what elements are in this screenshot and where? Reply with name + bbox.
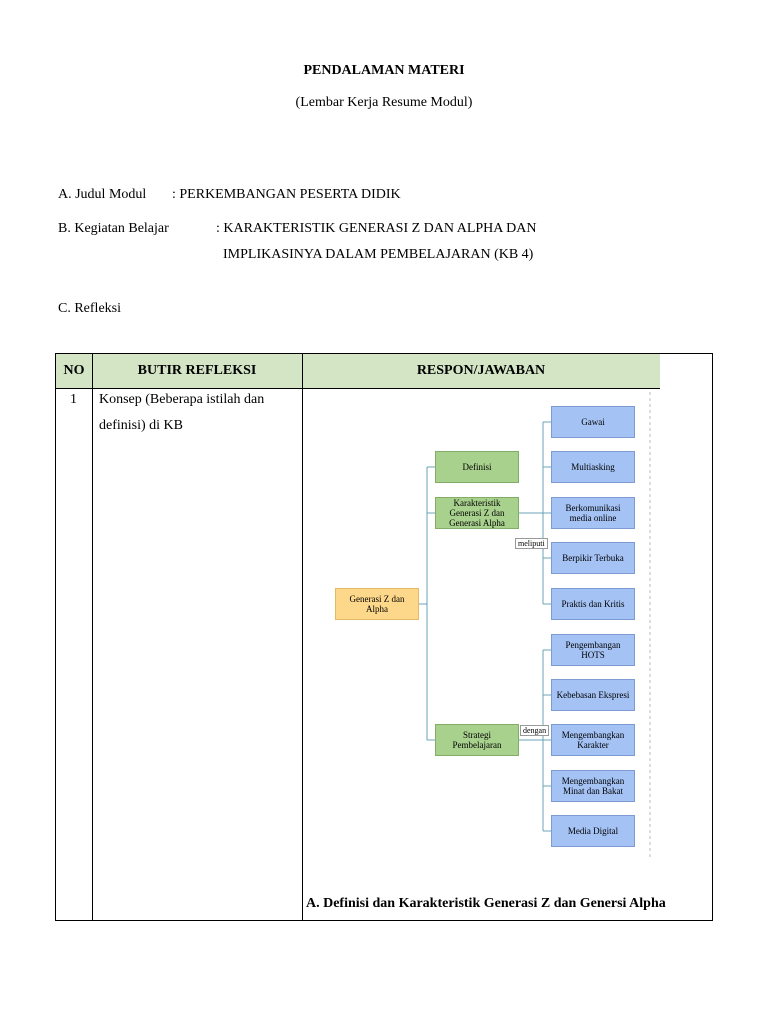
page-subtitle: (Lembar Kerja Resume Modul)	[295, 95, 473, 110]
leaf-strategi: Mengembangkan Minat dan Bakat	[551, 770, 635, 802]
branch-definisi: Definisi	[435, 451, 519, 483]
branch-strategi: Strategi Pembelajaran	[435, 724, 519, 756]
leaf-karakteristik: Multiasking	[551, 451, 635, 483]
page-title: PENDALAMAN MATERI	[303, 63, 465, 78]
leaf-strategi: Pengembangan HOTS	[551, 634, 635, 666]
item-a-value: : PERKEMBANGAN PESERTA DIDIK	[172, 187, 401, 202]
leaf-karakteristik: Gawai	[551, 406, 635, 438]
item-b-value-line1: : KARAKTERISTIK GENERASI Z DAN ALPHA DAN	[216, 221, 537, 236]
item-a-label: A. Judul Modul	[58, 187, 147, 202]
column-divider	[302, 354, 303, 920]
leaf-strategi: Mengembangkan Karakter	[551, 724, 635, 756]
leaf-karakteristik: Praktis dan Kritis	[551, 588, 635, 620]
item-c-label: C. Refleksi	[58, 301, 121, 316]
row1-footer: A. Definisi dan Karakteristik Generasi Z…	[306, 896, 666, 911]
leaf-strategi: Media Digital	[551, 815, 635, 847]
row1-butir: Konsep (Beberapa istilah dan definisi) d…	[99, 392, 265, 433]
branch-karakteristik: Karakteristik Generasi Z dan Generasi Al…	[435, 497, 519, 529]
row1-no: 1	[70, 392, 77, 407]
mindmap-root: Generasi Z dan Alpha	[335, 588, 419, 620]
header-butir: BUTIR REFLEKSI	[92, 354, 302, 389]
item-b-value-line2: IMPLIKASINYA DALAM PEMBELAJARAN (KB 4)	[223, 247, 534, 262]
leaf-strategi: Kebebasan Ekspresi	[551, 679, 635, 711]
header-no: NO	[56, 354, 92, 389]
column-divider	[92, 354, 93, 920]
leaf-karakteristik: Berkomunikasi media online	[551, 497, 635, 529]
leaf-karakteristik: Berpikir Terbuka	[551, 542, 635, 574]
item-b-label: B. Kegiatan Belajar	[58, 221, 169, 236]
header-respon: RESPON/JAWABAN	[302, 354, 660, 389]
reflection-table: NO BUTIR REFLEKSI RESPON/JAWABAN 1 Konse…	[55, 353, 713, 921]
